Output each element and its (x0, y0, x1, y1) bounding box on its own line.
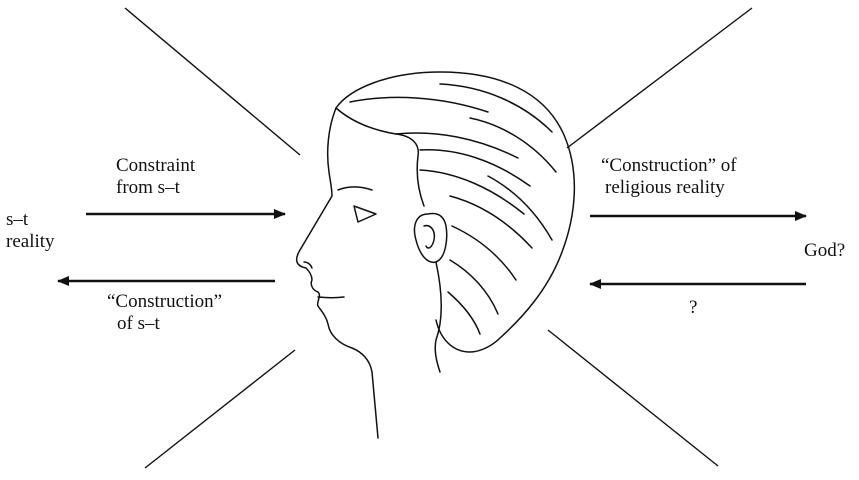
hair-strand (396, 133, 518, 158)
hair-strand (470, 118, 556, 172)
ear-inner (424, 226, 434, 248)
hair-strand (440, 84, 552, 132)
label-left-reality-line1: s–t (6, 209, 55, 231)
ear (415, 214, 447, 263)
label-left-reality: s–t reality (6, 209, 55, 253)
label-constraint-line1: Constraint (116, 155, 195, 177)
mouth (318, 297, 344, 298)
hair-strand (448, 292, 480, 334)
hairline (336, 108, 424, 206)
eyebrow (338, 187, 372, 190)
label-construction-religious: “Construction” of religious reality (601, 155, 737, 199)
hair-strand (350, 97, 488, 112)
hair-strand (450, 196, 532, 248)
label-construction-religious-line2: religious reality (601, 177, 737, 199)
label-construction-st: “Construction” of s–t (107, 291, 222, 335)
face-profile-line (297, 108, 378, 438)
jaw-neck (435, 262, 441, 372)
ray-lower-right (548, 330, 718, 466)
label-construction-st-line2: of s–t (107, 313, 222, 335)
label-construction-st-line1: “Construction” (107, 291, 222, 313)
hair-strand (450, 260, 498, 314)
label-question: ? (689, 297, 697, 319)
label-left-reality-line2: reality (6, 231, 55, 253)
label-constraint-line2: from s–t (116, 177, 195, 199)
label-construction-religious-line1: “Construction” of (601, 155, 737, 177)
hair-strand (488, 176, 552, 240)
ray-upper-left (125, 8, 300, 155)
label-constraint: Constraint from s–t (116, 155, 195, 199)
hair-strand (452, 226, 516, 280)
label-god: God? (804, 240, 845, 262)
eye (354, 206, 376, 222)
ray-lower-left (145, 350, 295, 468)
hair-strand (420, 170, 524, 214)
ray-upper-right (567, 8, 752, 148)
head-profile-drawing (297, 72, 575, 438)
